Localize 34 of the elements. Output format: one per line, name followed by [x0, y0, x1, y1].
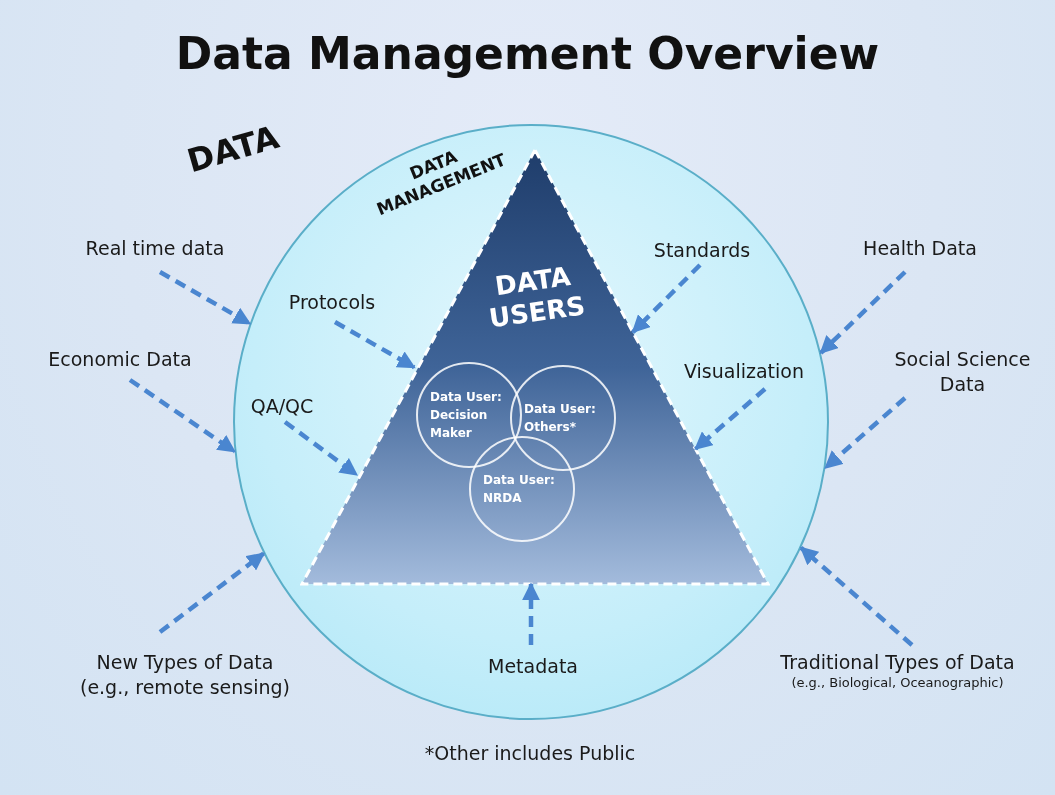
node-label: Metadata — [487, 654, 579, 679]
node-label: Health Data — [862, 236, 978, 261]
arrow — [128, 378, 236, 454]
node-label: New Types of Data — [95, 650, 275, 675]
arrow — [824, 396, 907, 470]
node-label: Protocols — [287, 290, 377, 315]
node-note: (e.g., Biological, Oceanographic) — [790, 674, 1005, 692]
circle-label: Data User: Decision Maker — [430, 389, 503, 442]
node-label: Real time data — [84, 236, 226, 261]
diagram-title: Data Management Overview — [174, 28, 881, 79]
node-label: QA/QC — [249, 394, 315, 419]
zone-label: DATA — [182, 116, 284, 183]
node-label: Visualization — [683, 359, 805, 384]
node-label: Social Science Data — [893, 347, 1032, 397]
node-note: (e.g., remote sensing) — [78, 674, 291, 700]
node-label: Economic Data — [47, 347, 193, 372]
arrow — [158, 270, 252, 326]
venn-circle — [416, 362, 522, 468]
footnote: *Other includes Public — [423, 742, 637, 764]
node-label: Traditional Types of Data — [779, 650, 1016, 675]
arrow — [799, 546, 914, 647]
arrow — [333, 320, 416, 370]
section-heading: DATA USERS — [486, 260, 588, 336]
arrow — [522, 582, 540, 645]
arrow — [631, 263, 702, 334]
arrow — [283, 420, 359, 477]
circle-label: Data User: NRDA — [483, 472, 556, 507]
circle-label: Data User: Others* — [524, 401, 597, 436]
node-label: Standards — [652, 238, 752, 263]
arrow — [694, 387, 767, 451]
venn-circle — [469, 436, 575, 542]
arrow — [819, 270, 907, 355]
venn-circle — [510, 365, 616, 471]
arrow — [158, 551, 266, 634]
